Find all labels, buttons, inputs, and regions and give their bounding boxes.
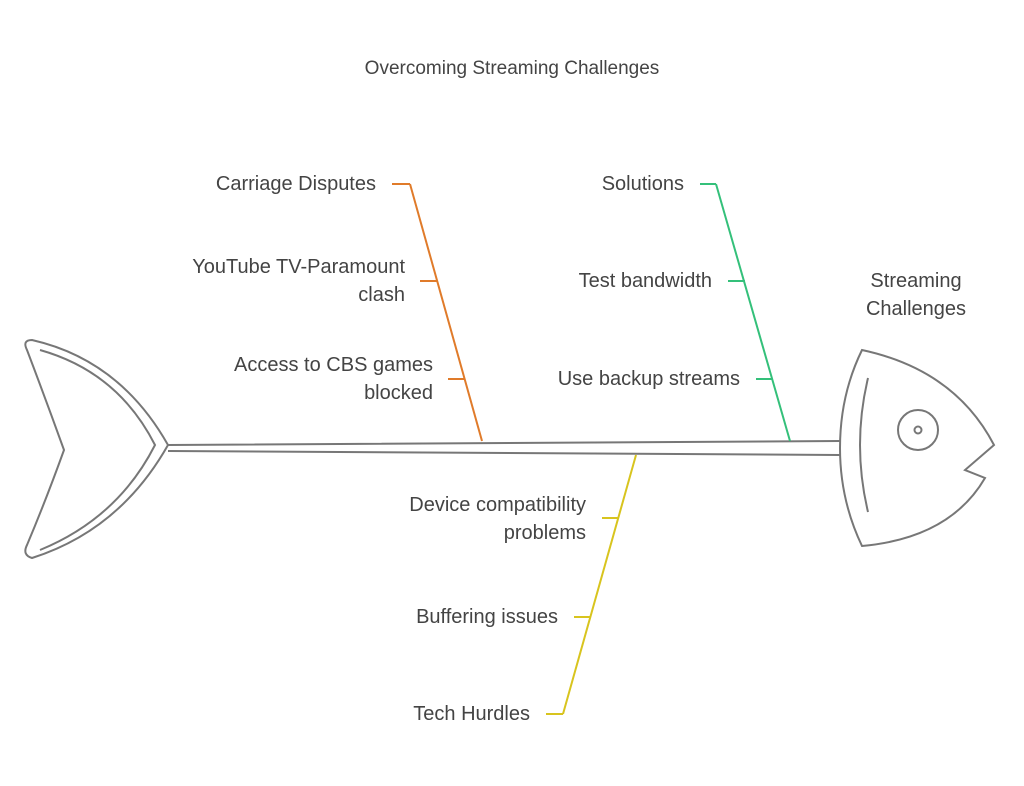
fish-tail-inner <box>39 349 157 551</box>
cause-buffering-issues: Buffering issues <box>416 606 558 628</box>
cause-line: problems <box>503 522 586 544</box>
branch-solutions <box>700 183 791 442</box>
cause-line: Access to CBS games <box>234 354 433 376</box>
branch-carriage-disputes <box>392 183 483 442</box>
cause-line: clash <box>358 284 405 306</box>
head-label: Streaming Challenges <box>846 267 986 323</box>
fish-head <box>838 348 996 548</box>
fish-gill <box>859 377 869 513</box>
category-label-solutions: Solutions <box>601 173 684 195</box>
fish-pupil <box>913 425 923 435</box>
cause-test-bandwidth: Test bandwidth <box>578 270 712 292</box>
cause-line: Device compatibility <box>409 494 586 516</box>
cause-use-backup-streams: Use backup streams <box>557 368 740 390</box>
category-label-carriage-disputes: Carriage Disputes <box>215 173 376 195</box>
head-label-line2: Challenges <box>865 298 967 320</box>
cause-line: blocked <box>364 382 433 404</box>
fish-spine <box>167 440 841 456</box>
category-label-tech-hurdles: Tech Hurdles <box>413 703 530 725</box>
head-label-line1: Streaming <box>870 270 962 292</box>
cause-line: YouTube TV-Paramount <box>192 256 405 278</box>
cause-device-compatibility: Device compatibility problems <box>300 491 586 547</box>
diagram-title: Overcoming Streaming Challenges <box>364 58 660 79</box>
branch-tech-hurdles <box>546 454 637 715</box>
cause-youtube-paramount: YouTube TV-Paramount clash <box>60 253 405 309</box>
cause-cbs-games-blocked: Access to CBS games blocked <box>90 351 433 407</box>
fish-tail <box>24 338 170 560</box>
fish-eye <box>897 409 939 451</box>
